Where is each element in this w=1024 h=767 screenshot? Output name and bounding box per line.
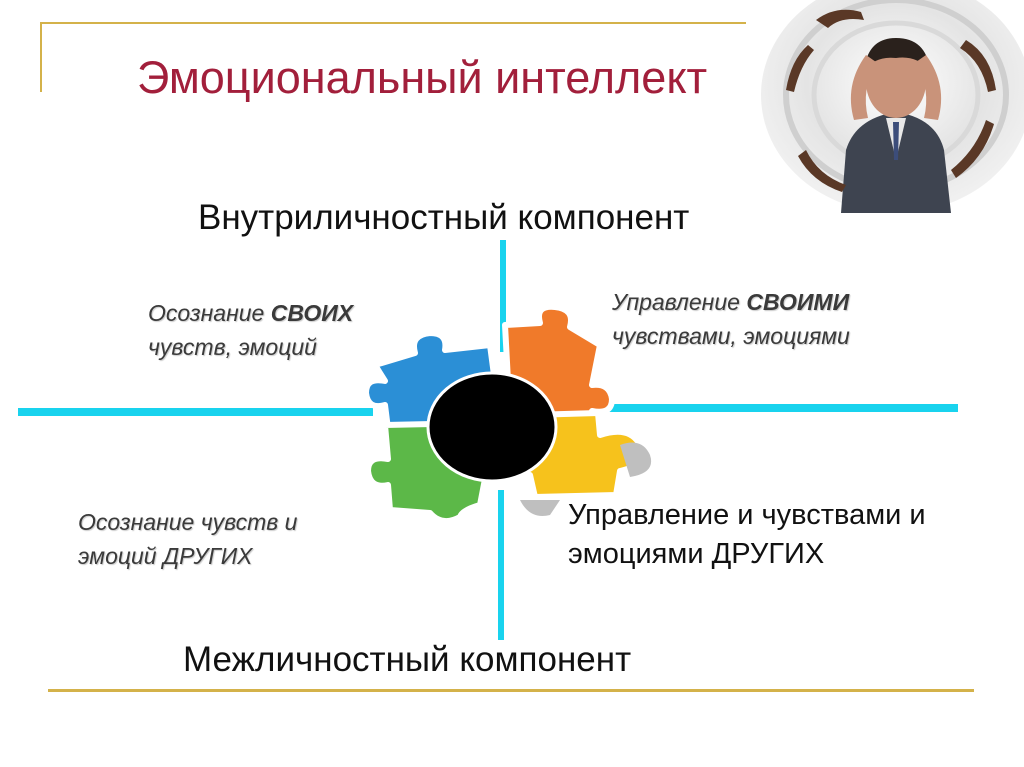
slide-title: Эмоциональный интеллект (137, 52, 708, 103)
quadrant-top-left-text: Осознание СВОИХ чувств, эмоций (148, 296, 353, 364)
top-decorative-line (40, 22, 748, 24)
top-left-prefix: Осознание (148, 300, 271, 326)
quadrant-top-right-text: Управление СВОИМИ чувствами, эмоциями (612, 285, 850, 353)
interpersonal-component-label: Межличностный компонент (183, 640, 632, 679)
top-left-emphasis: СВОИХ (270, 300, 354, 326)
top-left-line2: чувств, эмоций (148, 334, 317, 360)
bottom-left-line2: эмоций ДРУГИХ (78, 543, 253, 569)
vertical-axis-bottom (498, 490, 504, 640)
bottom-right-line1: Управление и чувствами и (568, 499, 926, 531)
horizontal-axis-left (18, 408, 373, 416)
bottom-left-line1: Осознание чувств и (78, 509, 298, 535)
puzzle-pieces-icon (363, 305, 652, 525)
horizontal-axis-right (600, 404, 958, 412)
left-decorative-line (40, 22, 42, 92)
quadrant-bottom-left-text: Осознание чувств и эмоций ДРУГИХ (78, 505, 297, 573)
top-right-line2: чувствами, эмоциями (612, 323, 850, 349)
bottom-right-line2: эмоциями ДРУГИХ (568, 538, 825, 570)
intrapersonal-component-label: Внутриличностный компонент (198, 198, 690, 237)
stressed-man-photo (746, 0, 1024, 213)
vertical-axis-top (500, 240, 506, 352)
top-right-prefix: Управление (612, 289, 747, 315)
bottom-decorative-line (48, 689, 974, 692)
top-right-emphasis: СВОИМИ (746, 289, 850, 315)
quadrant-bottom-right-text: Управление и чувствами и эмоциями ДРУГИХ (568, 496, 926, 574)
